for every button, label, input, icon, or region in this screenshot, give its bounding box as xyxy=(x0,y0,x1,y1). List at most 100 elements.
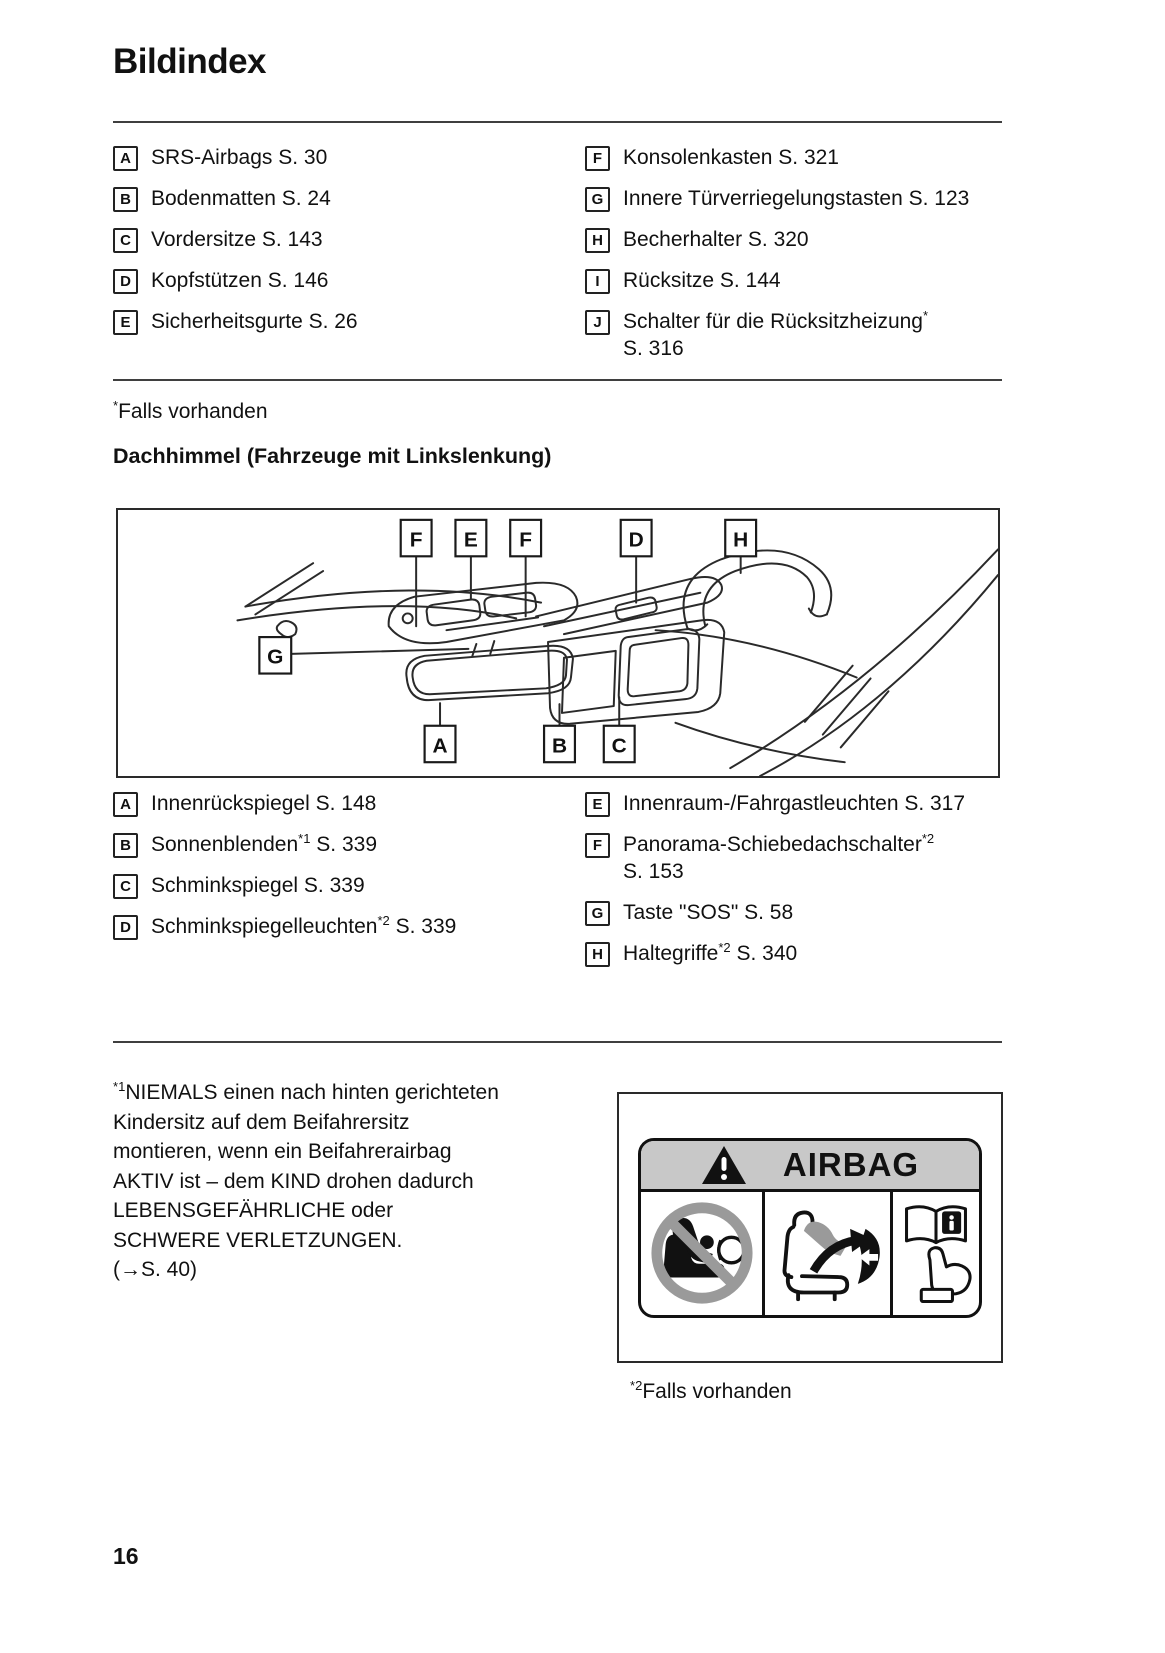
footnote-star: *Falls vorhanden xyxy=(113,398,268,423)
footnote-marker: * xyxy=(922,308,929,323)
airbag-label-body xyxy=(641,1191,979,1315)
list-item: B Sonnenblenden*1 S. 339 xyxy=(113,831,585,858)
footnote-1: *1NIEMALS einen nach hinten gerichteten … xyxy=(113,1078,505,1285)
list-item: A Innenrückspiegel S. 148 xyxy=(113,790,585,817)
list-item: H Becherhalter S. 320 xyxy=(585,226,1002,253)
callout-label-d: D xyxy=(629,529,644,552)
callout-letter: B xyxy=(113,833,138,858)
item-text: Schminkspiegel S. 339 xyxy=(151,874,365,897)
callout-label-g: G xyxy=(267,646,283,669)
headliner-diagram: F E F D H G A B C xyxy=(116,508,1000,778)
callout-box-a xyxy=(423,724,457,764)
callout-box-d xyxy=(619,518,653,558)
list-item: G Taste "SOS" S. 58 xyxy=(585,899,1002,926)
callout-letter: D xyxy=(113,915,138,940)
item-text: Haltegriffe xyxy=(623,942,719,965)
list-item: E Sicherheitsgurte S. 26 xyxy=(113,308,585,335)
callout-letter: F xyxy=(585,146,610,171)
roof-line-art xyxy=(236,548,998,776)
divider xyxy=(113,1041,1002,1043)
callout-letter: I xyxy=(585,269,610,294)
index-list-top-right: F Konsolenkasten S. 321 G Innere Türverr… xyxy=(585,144,1002,376)
callout-letter: H xyxy=(585,228,610,253)
callout-box-f2 xyxy=(509,518,543,558)
divider xyxy=(113,121,1002,123)
sun-visor-folded xyxy=(535,576,723,636)
divider xyxy=(113,379,1002,381)
list-item: I Rücksitze S. 144 xyxy=(585,267,1002,294)
item-page-ref: S. 153 xyxy=(623,860,684,883)
list-item: H Haltegriffe*2 S. 340 xyxy=(585,940,1002,967)
airbag-label-figure: AIRBAG xyxy=(617,1092,1003,1363)
no-rear-facing-child-seat-icon xyxy=(641,1191,766,1315)
footnote-2: *2Falls vorhanden xyxy=(630,1378,792,1403)
item-text: Becherhalter S. 320 xyxy=(623,228,809,251)
callout-letter: J xyxy=(585,310,610,335)
diagram-callouts: F E F D H G A B C xyxy=(258,518,758,764)
airbag-label-header: AIRBAG xyxy=(641,1140,979,1192)
item-text: Innere Türverriegelungstasten S. 123 xyxy=(623,187,970,210)
index-list-bottom-left: A Innenrückspiegel S. 148 B Sonnenblende… xyxy=(113,790,585,981)
item-text: Innenraum-/Fahrgastleuchten S. 317 xyxy=(623,792,966,815)
callout-label-f2: F xyxy=(519,529,532,552)
overhead-console xyxy=(387,581,579,645)
item-text: Taste "SOS" S. 58 xyxy=(623,901,794,924)
callout-letter: G xyxy=(585,187,610,212)
item-text: Bodenmatten S. 24 xyxy=(151,187,331,210)
list-item: C Vordersitze S. 143 xyxy=(113,226,585,253)
callout-box-f1 xyxy=(399,518,433,558)
section-heading: Dachhimmel (Fahrzeuge mit Linkslenkung) xyxy=(113,444,552,468)
sun-visor-down xyxy=(547,618,726,725)
callout-letter: C xyxy=(113,874,138,899)
rearview-mirror xyxy=(405,644,574,702)
footnote-marker: *2 xyxy=(630,1378,643,1393)
index-list-bottom: A Innenrückspiegel S. 148 B Sonnenblende… xyxy=(113,790,1002,981)
callout-box-b xyxy=(542,724,577,764)
list-item: E Innenraum-/Fahrgastleuchten S. 317 xyxy=(585,790,1002,817)
footnote-page-ref: (→S. 40) xyxy=(113,1258,198,1281)
item-text: Vordersitze S. 143 xyxy=(151,228,323,251)
item-text: Schalter für die Rücksitzheizung xyxy=(623,310,923,333)
page-title: Bildindex xyxy=(113,42,267,81)
callout-label-a: A xyxy=(432,734,447,757)
callout-label-c: C xyxy=(612,734,627,757)
airbag-warning-label: AIRBAG xyxy=(638,1137,982,1318)
callout-letter: B xyxy=(113,187,138,212)
callout-letter: F xyxy=(585,833,610,858)
footnote-marker: *1 xyxy=(113,1079,126,1094)
list-item: D Kopfstützen S. 146 xyxy=(113,267,585,294)
callout-box-e xyxy=(454,518,488,558)
callout-letter: A xyxy=(113,792,138,817)
item-page-ref: S. 340 xyxy=(730,942,798,965)
callout-label-b: B xyxy=(552,734,567,757)
footnote-marker: *2 xyxy=(377,913,390,928)
index-list-top-left: A SRS-Airbags S. 30 B Bodenmatten S. 24 … xyxy=(113,144,585,376)
item-text: Schminkspiegelleuchten xyxy=(151,915,378,938)
list-item: C Schminkspiegel S. 339 xyxy=(113,872,585,899)
list-item: D Schminkspiegelleuchten*2 S. 339 xyxy=(113,913,585,940)
list-item: J Schalter für die Rücksitzheizung*S. 31… xyxy=(585,308,1002,362)
list-item: B Bodenmatten S. 24 xyxy=(113,185,585,212)
airbag-label-title: AIRBAG xyxy=(782,1145,920,1183)
callout-box-c xyxy=(602,724,636,764)
item-text: Innenrückspiegel S. 148 xyxy=(151,792,377,815)
footnote-marker: * xyxy=(113,398,119,413)
callout-box-h xyxy=(724,518,758,558)
footnote-marker: *2 xyxy=(718,940,731,955)
callout-letter: C xyxy=(113,228,138,253)
list-item: G Innere Türverriegelungstasten S. 123 xyxy=(585,185,1002,212)
page-number: 16 xyxy=(113,1543,139,1569)
item-text: Sicherheitsgurte S. 26 xyxy=(151,310,358,333)
list-item: F Konsolenkasten S. 321 xyxy=(585,144,1002,171)
index-list-bottom-right: E Innenraum-/Fahrgastleuchten S. 317 F P… xyxy=(585,790,1002,981)
callout-letter: G xyxy=(585,901,610,926)
item-text: Sonnenblenden xyxy=(151,833,299,856)
index-list-top: A SRS-Airbags S. 30 B Bodenmatten S. 24 … xyxy=(113,144,1002,376)
item-text: Panorama-Schiebedachschalter xyxy=(623,833,922,856)
item-page-ref: S. 339 xyxy=(310,833,378,856)
list-item: A SRS-Airbags S. 30 xyxy=(113,144,585,171)
callout-letter: A xyxy=(113,146,138,171)
grab-handle xyxy=(682,549,833,630)
